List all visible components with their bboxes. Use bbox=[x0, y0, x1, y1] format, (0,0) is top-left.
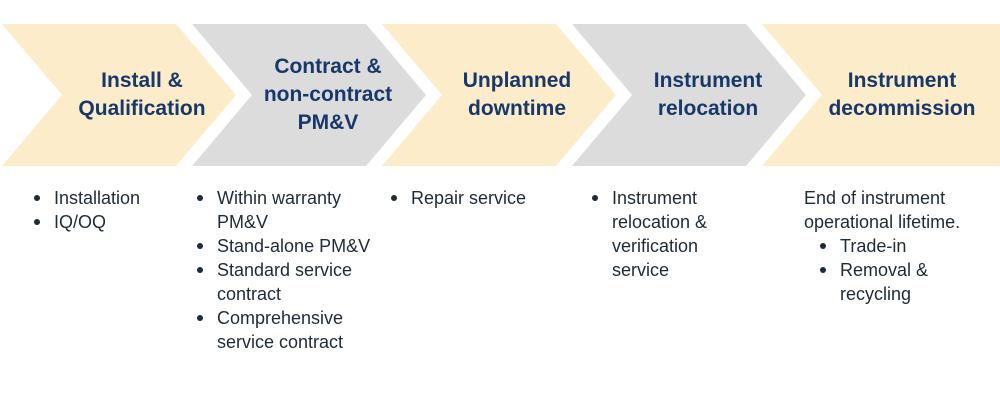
stage-arrow-pmv bbox=[192, 24, 426, 166]
details-relocation: Instrument relocation & verification ser… bbox=[588, 186, 748, 282]
process-arrows bbox=[2, 24, 1000, 166]
list-item: Repair service bbox=[387, 186, 562, 210]
stage-arrow-install bbox=[2, 24, 236, 166]
list-item: Standard service contract bbox=[193, 258, 378, 306]
stage-title-downtime: Unplanned downtime bbox=[462, 69, 572, 120]
list-item: Trade-in bbox=[816, 234, 994, 258]
stage-title-install: Install & Qualification bbox=[78, 69, 206, 120]
decommission-intro: End of instrument operational lifetime. bbox=[804, 188, 961, 232]
stage-title-decommission: Instrument decommission bbox=[828, 69, 976, 120]
stage-title-pmv: Contract & non-contract PM&V bbox=[263, 55, 393, 134]
details-decommission: End of instrument operational lifetime. … bbox=[804, 186, 994, 306]
details-install: Installation IQ/OQ bbox=[30, 186, 180, 234]
stage-arrow-downtime bbox=[382, 24, 616, 166]
list-item: Removal & recycling bbox=[816, 258, 994, 306]
details-downtime: Repair service bbox=[387, 186, 562, 210]
list-item: IQ/OQ bbox=[30, 210, 180, 234]
stage-arrow-decommission bbox=[762, 24, 1000, 166]
list-item: Within warranty PM&V bbox=[193, 186, 378, 234]
list-item: Installation bbox=[30, 186, 180, 210]
list-item: Stand-alone PM&V bbox=[193, 234, 378, 258]
stage-arrow-relocation bbox=[572, 24, 806, 166]
stage-title-relocation: Instrument relocation bbox=[653, 69, 763, 120]
list-item: Instrument relocation & verification ser… bbox=[588, 186, 748, 282]
list-item: Comprehensive service contract bbox=[193, 306, 378, 354]
details-pmv: Within warranty PM&V Stand-alone PM&V St… bbox=[193, 186, 378, 354]
